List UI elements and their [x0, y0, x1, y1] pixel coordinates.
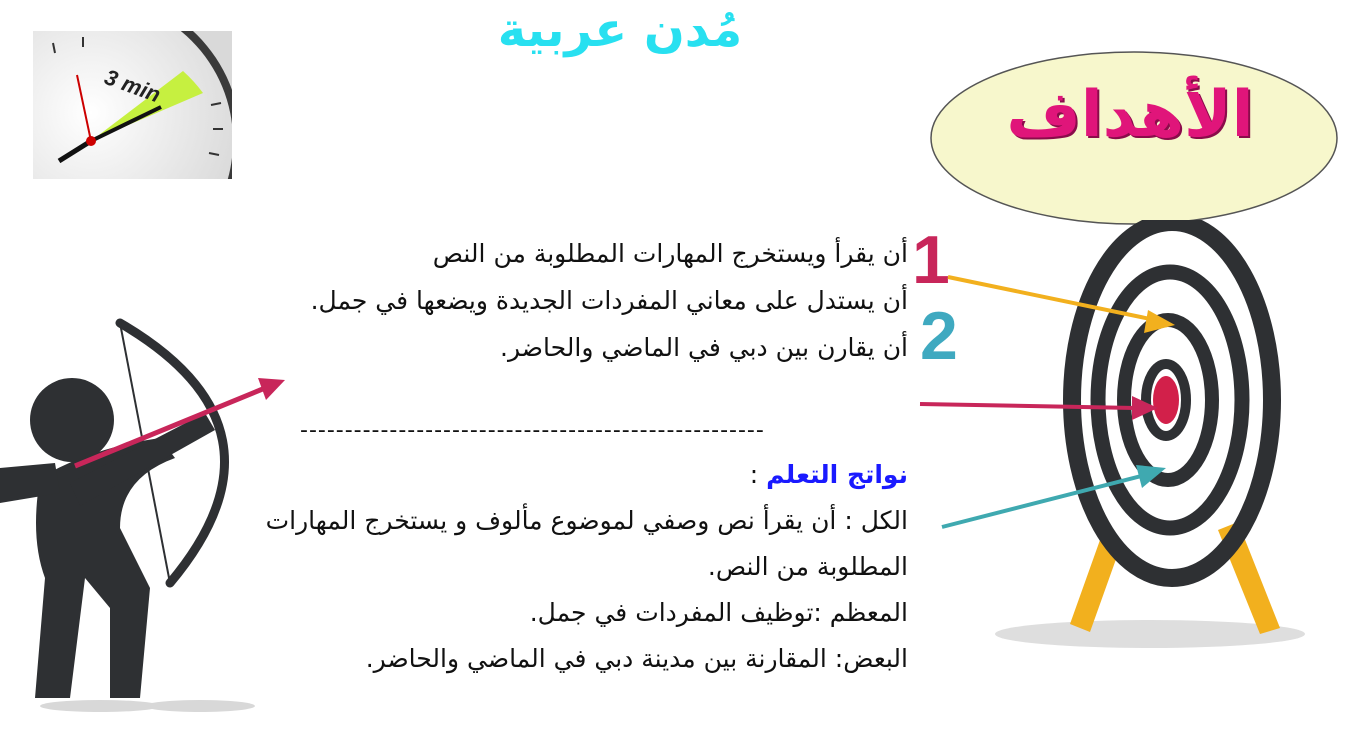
outcomes-heading-line: نواتج التعلم : [228, 452, 908, 498]
learning-outcomes: نواتج التعلم : الكل : أن يقرأ نص وصفي لم… [228, 452, 908, 682]
objective-item: أن يقرأ ويستخرج المهارات المطلوبة من الن… [432, 239, 908, 268]
objectives-list: أن يقرأ ويستخرج المهارات المطلوبة من الن… [288, 230, 908, 371]
archer-figure [0, 318, 285, 712]
goals-title: الأهداف [1006, 78, 1254, 152]
goals-ellipse [930, 51, 1338, 225]
outcomes-colon: : [749, 460, 767, 489]
number-one: 1 [912, 222, 950, 298]
outcome-item: الكل : أن يقرأ نص وصفي لموضوع مألوف و يس… [265, 506, 908, 581]
page-title: مُدن عربية [497, 2, 743, 58]
objective-item: أن يستدل على معاني المفردات الجديدة ويضع… [310, 286, 908, 315]
target-image [995, 220, 1305, 648]
clock-image: 3 min [33, 31, 232, 179]
number-two: 2 [920, 298, 958, 374]
outcome-item: المعظم :توظيف المفردات في جمل. [529, 598, 908, 627]
clock-wedge [91, 71, 203, 141]
objective-item: أن يقارن بين دبي في الماضي والحاضر. [500, 333, 908, 362]
outcomes-heading: نواتج التعلم [766, 460, 908, 489]
outcome-item: البعض: المقارنة بين مدينة دبي في الماضي … [365, 644, 908, 673]
divider-line: ----------------------------------------… [300, 418, 765, 443]
